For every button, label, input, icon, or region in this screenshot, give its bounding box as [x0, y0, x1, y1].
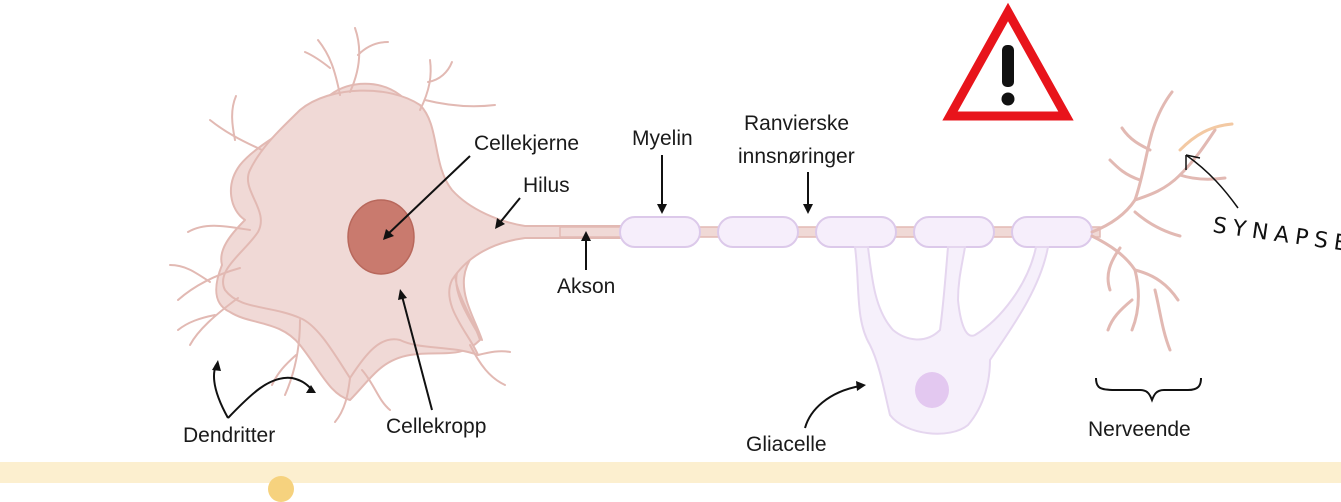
label-nerveende: Nerveende — [1088, 418, 1191, 441]
label-cellekjerne: Cellekjerne — [474, 132, 579, 155]
glial-cell — [853, 246, 1050, 435]
label-dendritter: Dendritter — [183, 424, 275, 447]
bottom-banner-icon — [268, 476, 294, 502]
myelin-segment — [717, 216, 799, 248]
myelin-segment — [1011, 216, 1093, 248]
glia-nucleus — [915, 372, 949, 408]
label-hilus: Hilus — [523, 174, 570, 197]
label-ranvierske-line2: innsnøringer — [738, 145, 855, 168]
label-ranvierske-line1: Ranvierske — [744, 112, 849, 135]
annotation-arrows — [212, 154, 1239, 429]
bottom-banner — [0, 462, 1341, 483]
myelin-sheath — [619, 216, 1093, 248]
myelin-segment — [619, 216, 701, 248]
nucleus — [347, 199, 415, 275]
label-myelin: Myelin — [632, 127, 693, 150]
myelin-segment — [815, 216, 897, 248]
myelin-segment — [913, 216, 995, 248]
label-akson: Akson — [557, 275, 615, 298]
neuron-cell-body — [169, 27, 621, 423]
label-synapse-handwritten: SYNAPSE — [1211, 213, 1341, 258]
label-cellekropp: Cellekropp — [386, 415, 486, 438]
label-gliacelle: Gliacelle — [746, 433, 827, 456]
synapse-highlight — [1178, 122, 1234, 152]
neuron-diagram: Cellekjerne Hilus Myelin Ranvierske inns… — [169, 2, 1341, 456]
warning-triangle-icon — [942, 2, 1074, 121]
nerve-ending — [1090, 90, 1227, 352]
